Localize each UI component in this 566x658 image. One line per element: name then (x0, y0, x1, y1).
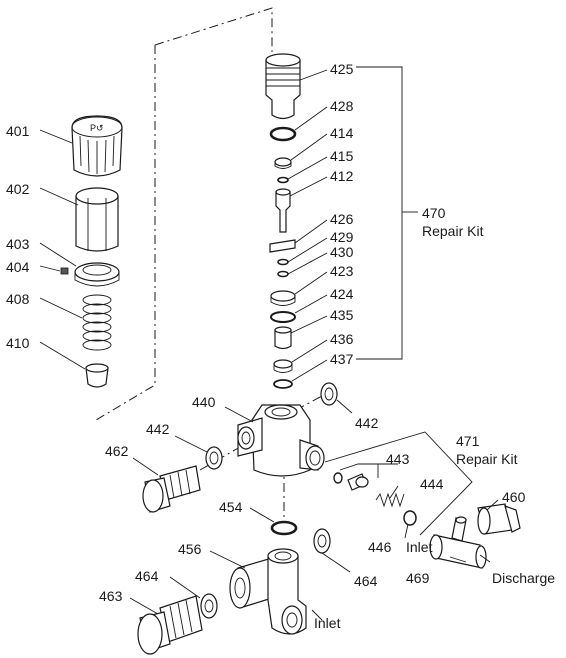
label-443: 443 (386, 451, 410, 467)
label-436: 436 (330, 331, 354, 347)
label-423: 423 (330, 263, 354, 279)
label-460: 460 (502, 489, 526, 505)
part-415-o-ring (277, 176, 289, 184)
label-446: 446 (368, 539, 392, 555)
label-412: 412 (330, 168, 354, 184)
label-464-right: 464 (354, 573, 378, 589)
part-labels: 401 402 403 404 408 410 425 428 414 415 … (6, 61, 555, 631)
label-401: 401 (6, 123, 30, 139)
label-424: 424 (330, 286, 354, 302)
label-437: 437 (330, 351, 354, 367)
part-469-tee-fitting (429, 516, 487, 569)
label-430: 430 (330, 244, 354, 260)
label-470: 470 (422, 205, 446, 221)
label-410: 410 (6, 335, 30, 351)
part-456-tee-body (229, 548, 307, 635)
part-464-washer-right (313, 528, 331, 554)
part-462-banjo-bolt (142, 465, 201, 513)
part-426-washer (269, 239, 296, 253)
label-repair-kit-470: Repair Kit (422, 223, 484, 239)
label-456: 456 (178, 541, 202, 557)
label-415: 415 (330, 148, 354, 164)
part-437-o-ring (273, 379, 293, 389)
part-429-o-ring (277, 258, 289, 266)
label-464-left: 464 (135, 568, 159, 584)
label-463: 463 (99, 588, 123, 604)
part-443-check-valve (333, 472, 369, 491)
label-469: 469 (406, 570, 430, 586)
label-425: 425 (330, 61, 354, 77)
part-424-o-ring (270, 311, 296, 323)
svg-text:P↺: P↺ (90, 123, 104, 133)
part-402-housing (75, 187, 119, 252)
part-463-banjo-bolt (137, 595, 203, 655)
label-repair-kit-471: Repair Kit (456, 451, 518, 467)
label-440: 440 (192, 394, 216, 410)
label-414: 414 (330, 125, 354, 141)
label-discharge: Discharge (492, 570, 555, 586)
label-408: 408 (6, 291, 30, 307)
part-464-washer-left (200, 593, 218, 619)
part-414-seat (274, 157, 292, 169)
leader-lines (39, 66, 499, 621)
part-440-body (237, 404, 325, 477)
part-410-cap (85, 363, 109, 388)
label-426: 426 (330, 211, 354, 227)
part-446-o-ring (403, 510, 417, 526)
part-442-washer-right (320, 382, 338, 406)
part-412-valve-stem (275, 188, 291, 233)
part-444-spring (375, 492, 405, 508)
part-436-seat (273, 359, 293, 373)
label-inlet-456: Inlet (314, 615, 341, 631)
part-430-o-ring (277, 270, 289, 278)
label-435: 435 (330, 307, 354, 323)
part-428-o-ring (269, 126, 297, 142)
label-462: 462 (105, 443, 129, 459)
label-442-left: 442 (146, 421, 170, 437)
part-403-nut (74, 262, 120, 287)
part-435-sleeve (274, 326, 292, 350)
part-401-knob: P↺ (71, 115, 123, 177)
label-454: 454 (219, 499, 243, 515)
part-442-washer-left (205, 446, 223, 470)
part-460-fitting (477, 503, 521, 535)
label-442-right: 442 (355, 415, 379, 431)
part-425-fitting (265, 53, 301, 120)
label-471: 471 (456, 433, 480, 449)
label-429: 429 (330, 229, 354, 245)
label-444: 444 (420, 476, 444, 492)
part-408-spring (82, 294, 112, 351)
part-423-spacer (270, 290, 296, 306)
part-404-set-screw (60, 267, 69, 275)
label-404: 404 (6, 259, 30, 275)
label-428: 428 (330, 98, 354, 114)
label-403: 403 (6, 236, 30, 252)
label-402: 402 (6, 181, 30, 197)
label-inlet-446: Inlet (406, 539, 433, 555)
part-454-o-ring (270, 520, 298, 536)
